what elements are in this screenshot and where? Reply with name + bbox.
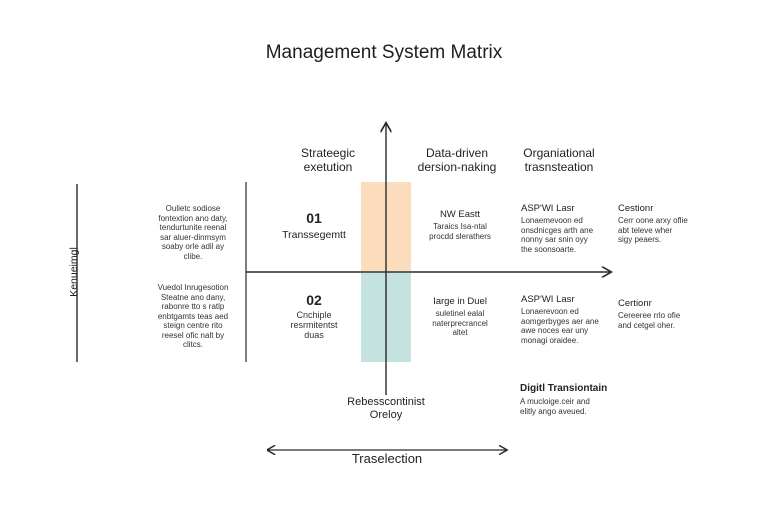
digital-text: A mucloige.ceir and elitly ango aveued. (520, 397, 590, 416)
quadrant-1-label: Transsegemtt (282, 229, 346, 241)
quadrant-1-number: 01 (306, 210, 322, 226)
digital-title: Digitl Transiontain (520, 383, 608, 394)
mid-top-title: NW Eastt (439, 209, 481, 220)
right-top-text: Lonaemevoon ed onsdnicges arth ane nonny… (521, 216, 594, 254)
column-header-data-driven: Data-driven dersion-naking (417, 146, 497, 174)
far-bottom-title: Certionr (618, 298, 652, 309)
bottom-center-label: Rebesscontinist Oreloy (347, 396, 425, 421)
mid-bottom-text: suletinel ealal naterprecrancel altet (432, 309, 488, 337)
right-bottom-text: Lonaerevoon ed aomgerbyges aer ane awe n… (521, 307, 599, 345)
far-top-text: Cerr oone arxy oflie abt televe wher sig… (618, 216, 688, 244)
bottom-axis-label: Traselection (351, 451, 423, 466)
quadrant-2-label: Cnchiple resrmitentst duas (290, 310, 338, 340)
far-top-title: Cestionr (618, 203, 654, 214)
quadrant-2-number: 02 (306, 292, 322, 308)
left-axis-label: Kenueimgl (68, 247, 80, 297)
column-header-strategic: Strateegic exetution (300, 146, 356, 174)
left-note-top: Oulietc sodiose fontextion ano daty, ten… (158, 204, 228, 261)
mid-bottom-title: Iarge in Duel (433, 296, 487, 307)
right-bottom-title: ASP'WI Lasr (521, 294, 575, 305)
page-title: Management System Matrix (265, 42, 503, 63)
right-top-title: ASP'WI Lasr (521, 203, 575, 214)
far-bottom-text: Cereeree rrlo ofie and cetgel oher. (618, 311, 681, 330)
column-header-organizational: Organiational trasnsteation (523, 146, 595, 174)
left-note-bottom: Vuedol Inrugesotion Steatne ano dany, ra… (157, 283, 229, 349)
mid-top-text: Taraics Isa-ntal procdd slerathers (429, 222, 491, 241)
